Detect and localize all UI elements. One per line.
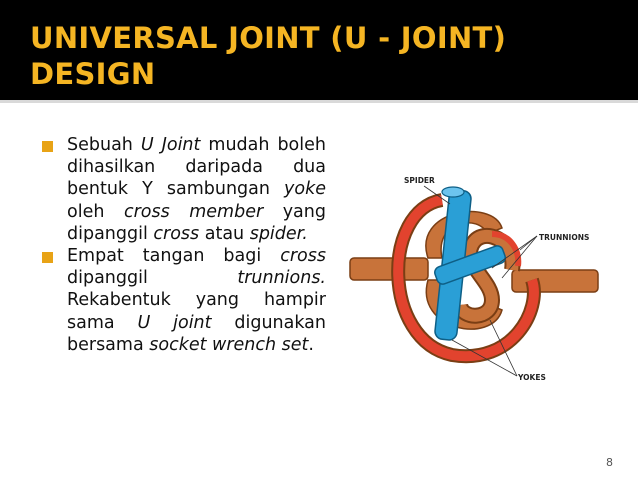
bullet-list: Sebuah U Joint mudah boleh dihasilkan da… (42, 134, 326, 356)
bullet-square-icon (42, 252, 53, 264)
text-run: mudah boleh dihasilkan daripada dua bent… (67, 135, 326, 200)
spider-leader (423, 185, 451, 205)
italic-term: U Joint (140, 135, 201, 155)
italic-term: cross member (123, 201, 264, 222)
label-trunnions: TRUNNIONS (539, 233, 589, 242)
label-yokes: YOKES (517, 373, 546, 382)
text-run: Rekabentuk yang hampir sama (67, 290, 326, 333)
italic-term: socket wrench set (149, 334, 309, 355)
yokes-leader-1 (451, 339, 518, 377)
trunnions-leader-3 (501, 235, 538, 279)
right-shaft (511, 269, 599, 293)
italic-term: trunnions. (237, 268, 326, 289)
text-run: atau (199, 223, 250, 244)
spider-horizontal (434, 245, 506, 285)
label-spider: SPIDER (404, 176, 435, 185)
text-run: yang dipanggil (67, 201, 326, 244)
slide-title: UNIVERSAL JOINT (U - JOINT) DESIGN (30, 21, 507, 91)
bullet-text: Sebuah U Joint mudah boleh dihasilkan da… (67, 134, 326, 245)
spider-cap (441, 186, 465, 198)
bullet-item: Sebuah U Joint mudah boleh dihasilkan da… (42, 134, 326, 245)
text-run: Empat tangan bagi (67, 246, 281, 267)
italic-term: cross (280, 246, 326, 267)
left-shaft (349, 257, 429, 281)
trunnions-leader-2 (491, 235, 538, 269)
italic-term: yoke (284, 179, 326, 200)
yokes-leader-2 (489, 319, 518, 377)
text-run: oleh (67, 201, 124, 222)
universal-joint-diagram: SPIDER TRUNNIONS YOKES (349, 176, 599, 382)
trunnion-ring (491, 231, 522, 267)
italic-term: spider. (249, 223, 308, 244)
bullet-item: Empat tangan bagi cross dipanggil trunni… (42, 245, 326, 356)
bullet-text: Empat tangan bagi cross dipanggil trunni… (67, 245, 326, 356)
text-run: digunakan bersama (67, 312, 326, 355)
text-run: Sebuah (67, 135, 141, 155)
title-bar: UNIVERSAL JOINT (U - JOINT) DESIGN (0, 0, 638, 103)
ring (393, 195, 539, 362)
italic-term: cross (153, 223, 200, 244)
bullet-square-icon (42, 141, 53, 152)
text-run: . (308, 334, 314, 355)
italic-term: U joint (137, 312, 212, 333)
page-number: 8 (606, 456, 613, 469)
text-run: dipanggil (67, 268, 238, 289)
